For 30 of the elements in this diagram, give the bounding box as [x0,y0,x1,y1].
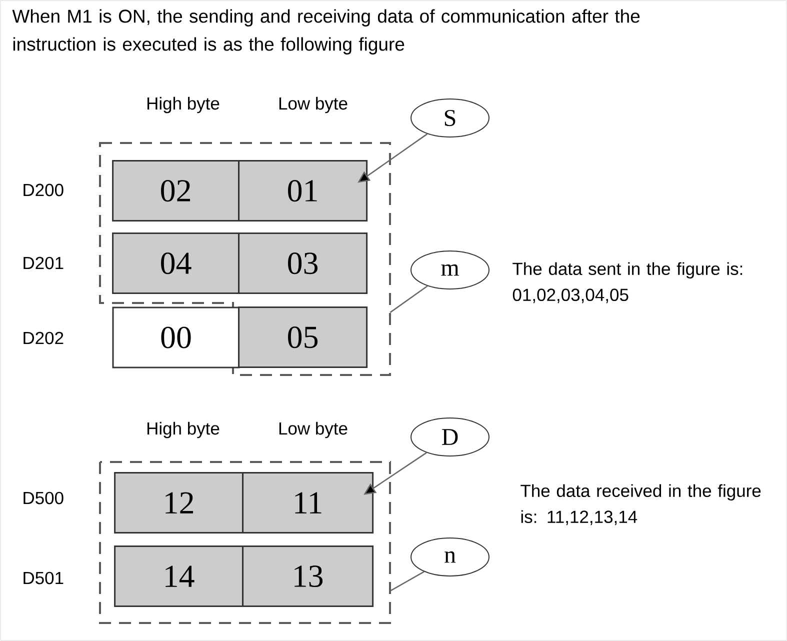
column-header: Low byte [279,96,348,114]
register-cell: 12 [114,472,244,534]
register-cell: 04 [112,232,240,294]
dashed-outline [99,461,391,624]
dashed-outline [99,142,391,376]
column-header: High byte [147,422,220,438]
leader-line [390,571,424,592]
register-cell: 14 [114,546,244,608]
row-label: D202 [24,332,64,344]
operand-bubble: m [410,250,490,290]
column-header: Low byte [279,422,348,438]
register-cell: 01 [238,160,368,222]
column-header: High byte [147,96,220,114]
title: When M1 is ON, the sending and receiving data of communication after the instruction is executed is as the following figure [12,9,640,54]
row-label: D501 [24,572,64,584]
note-text: The data received in the figure is: 11,12,13,14 [520,484,761,526]
register-cell: 05 [238,306,368,368]
register-cell: 00 [112,306,240,368]
leader-line [390,285,428,313]
register-cell: 02 [112,160,240,222]
row-label: D200 [24,184,64,196]
note-text: The data sent in the figure is: 01,02,03,04,05 [512,262,742,304]
register-cell: 11 [242,472,374,534]
row-label: D201 [24,256,64,270]
operand-bubble: S [410,98,490,138]
row-label: D500 [24,492,64,504]
register-cell: 03 [238,232,368,294]
operand-bubble: n [410,538,490,576]
operand-bubble: D [410,418,490,456]
register-cell: 13 [242,546,374,608]
